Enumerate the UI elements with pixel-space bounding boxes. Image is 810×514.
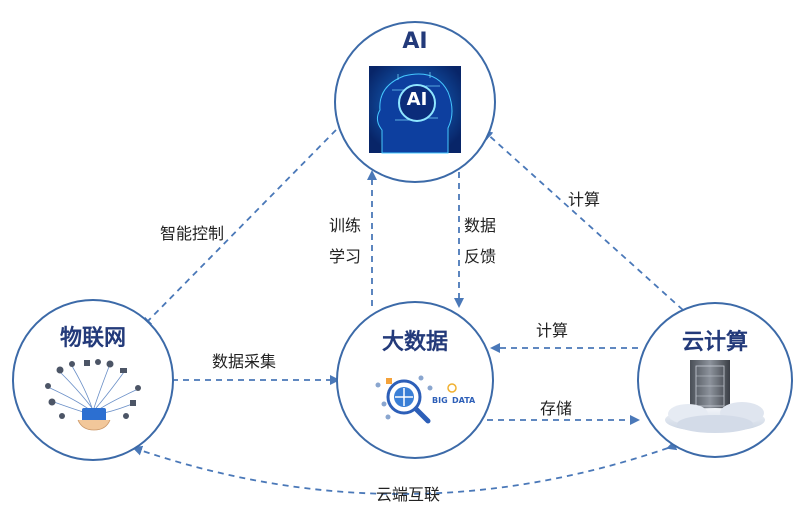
node-cloud-title: 云计算 <box>681 330 748 355</box>
cloud-server-image <box>665 360 765 433</box>
edge-label-feedback: 反馈 <box>464 247 497 266</box>
node-iot-title: 物联网 <box>59 326 126 351</box>
node-bigdata-title: 大数据 <box>381 330 448 355</box>
edge-label-storage: 存储 <box>540 399 573 418</box>
edge-label-compute-ai: 计算 <box>568 190 601 209</box>
arrow-ai-to-iot <box>141 129 337 328</box>
edge-label-train: 训练 <box>329 216 362 235</box>
ai-brain-image <box>369 66 461 154</box>
arrow-cloud-iot-curve <box>132 440 678 495</box>
edge-label-learn: 学习 <box>329 247 362 266</box>
bigdata-big-text: BIG <box>432 396 448 405</box>
node-ai-badge: AI <box>406 89 428 110</box>
node-ai-title: AI <box>402 29 428 54</box>
edge-label-intelligent-control: 智能控制 <box>160 224 225 243</box>
edge-label-cloud-interconnect: 云端互联 <box>376 485 441 504</box>
iot-network-image <box>45 359 141 431</box>
edge-label-compute-bigdata: 计算 <box>536 321 569 340</box>
edge-label-data-collection: 数据采集 <box>212 352 277 371</box>
arrow-cloud-to-ai <box>482 129 684 311</box>
node-iot-circle <box>12 299 174 461</box>
node-bigdata-circle <box>336 301 494 459</box>
bigdata-analytics-image <box>375 375 457 424</box>
bigdata-data-text: DATA <box>452 396 476 405</box>
edge-label-data: 数据 <box>464 216 497 235</box>
